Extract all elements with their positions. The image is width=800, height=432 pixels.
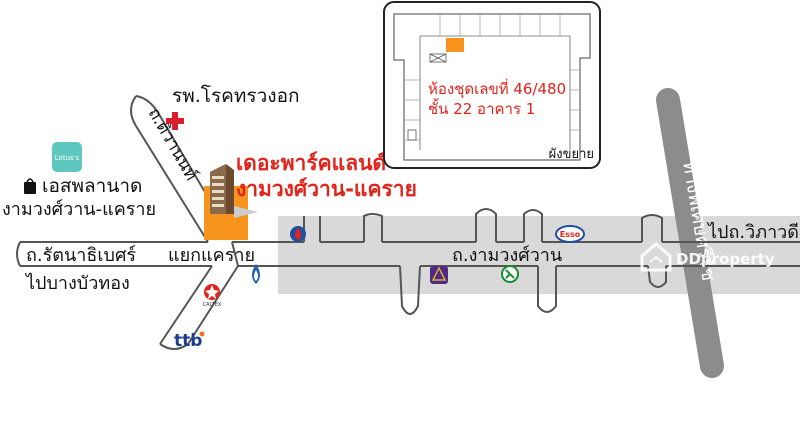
floor-plan-outline <box>393 13 591 161</box>
side-street-6 <box>399 265 421 315</box>
project-name-line1: เดอะพาร์คแลนด์ <box>236 151 386 175</box>
project-name-line2: งามวงศ์วาน-แคราย <box>236 177 417 201</box>
unit-floor-label: ชั้น 22 อาคาร 1 <box>428 98 535 118</box>
side-street-7 <box>537 266 557 313</box>
expressway-road <box>656 88 724 378</box>
caltex-icon: CALTEX <box>203 284 222 308</box>
ttb-logo-text: ttb <box>174 331 202 351</box>
hospital-label: รพ.โรคทรวงอก <box>172 84 299 107</box>
stair-marks <box>407 53 447 141</box>
unit-highlight <box>446 38 464 52</box>
to-bang-bua-thong-label: ไปบางบัวทอง <box>24 272 130 294</box>
lotus-label-line2: งามวงศ์วาน-แคราย <box>2 199 156 220</box>
ddproperty-icon: DDproperty <box>640 242 775 272</box>
ttb-icon: ttb <box>174 331 205 351</box>
unit-number-label: ห้องชุดเลขที่ 46/480 <box>428 78 566 99</box>
lotus-logo: Lotus's <box>52 142 82 172</box>
side-street-4 <box>523 209 543 242</box>
building-icon <box>210 164 258 218</box>
ddproperty-watermark: DDproperty <box>676 250 775 268</box>
shopping-bag-icon <box>24 178 36 194</box>
lotus-label-line1: เอสพลานาด <box>42 175 142 197</box>
bangchak-icon <box>252 264 260 284</box>
side-street-8 <box>647 265 667 288</box>
tiwanon-road-left-line <box>130 95 213 345</box>
scb-icon <box>430 266 448 284</box>
esso-icon: Esso <box>555 225 585 243</box>
to-vibhavadi-label: ไปถ.วิภาวดี <box>706 221 799 243</box>
ptt-icon <box>290 226 306 242</box>
khae-rai-junction-label: แยกแคราย <box>168 245 255 266</box>
rattanathibet-road-label: ถ.รัตนาธิเบศร์ <box>26 245 136 266</box>
side-street-3 <box>475 208 497 242</box>
side-street-2 <box>363 213 383 242</box>
tiwanon-road-right-line <box>135 95 240 345</box>
floor-plan-inset: ห้องชุดเลขที่ 46/480 ชั้น 22 อาคาร 1 ผัง… <box>383 1 601 169</box>
esso-logo-text: Esso <box>560 230 581 239</box>
kbank-icon <box>501 265 519 283</box>
lotus-logo-text: Lotus's <box>55 154 80 162</box>
side-street-5 <box>641 214 663 242</box>
ngamwongwan-road-label: ถ.งามวงศ์วาน <box>452 245 562 266</box>
road-south-end <box>159 343 189 350</box>
floor-plan-corridor <box>419 35 571 150</box>
hospital-cross-icon <box>166 112 184 130</box>
road-west-end <box>16 241 21 267</box>
caltex-logo-text: CALTEX <box>203 302 222 308</box>
floor-plan-label: ผังขยาย <box>549 147 594 162</box>
